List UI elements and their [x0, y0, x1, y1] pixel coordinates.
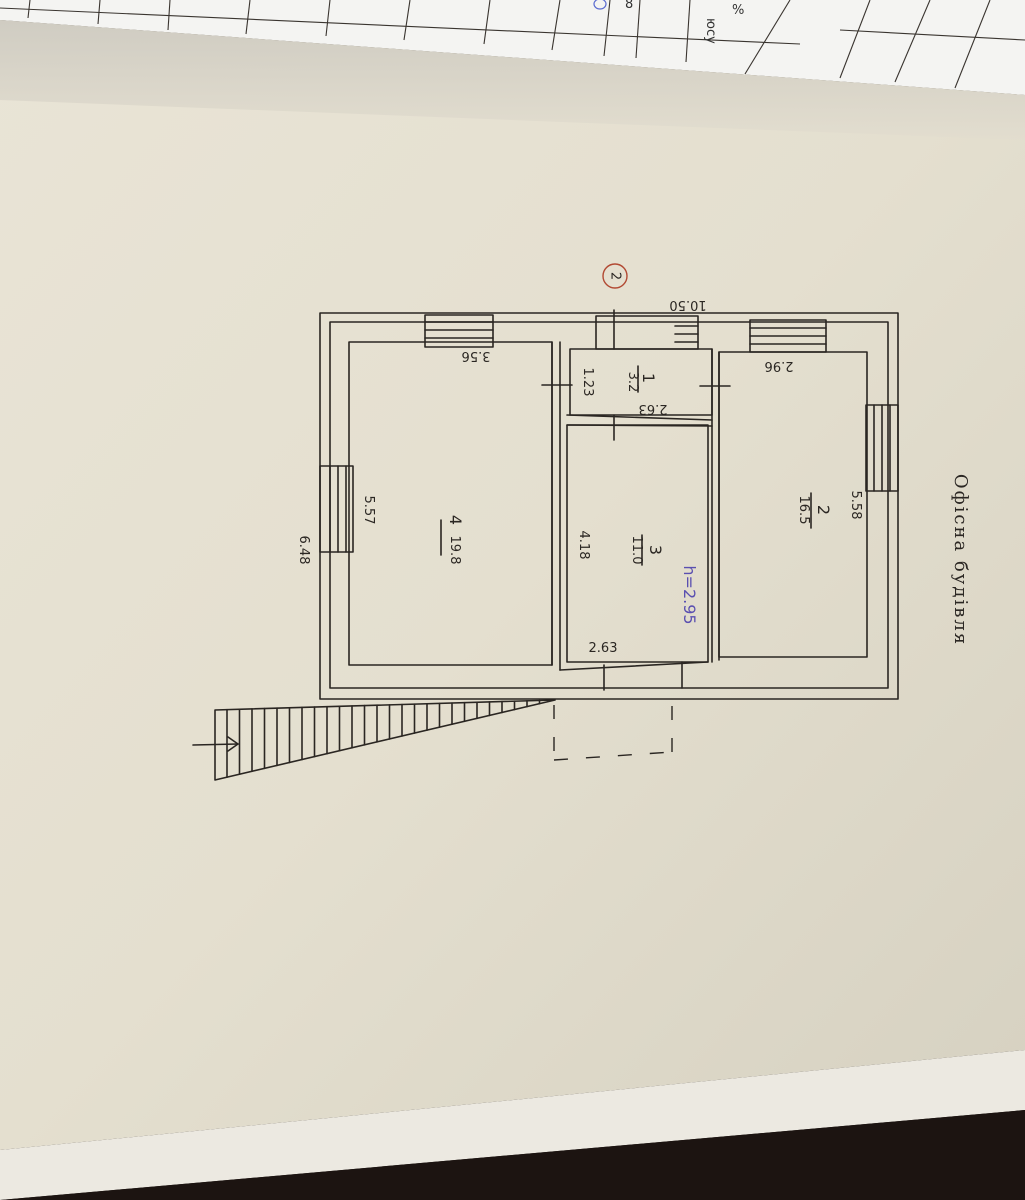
- window-top-left: [424, 314, 494, 348]
- room-1-number: 1: [639, 373, 658, 383]
- window-top-middle: [595, 315, 699, 350]
- circle-marker: [602, 263, 628, 289]
- room-4-area: 19.8: [447, 536, 462, 565]
- room-2-width: 2.96: [765, 358, 794, 373]
- room-2-length: 5.58: [848, 491, 863, 520]
- room-1-length: 2.63: [639, 401, 668, 416]
- room-4-width: 5.57: [361, 496, 376, 525]
- room-3-number: 3: [646, 545, 665, 555]
- top-sheet-text-2: юсу: [703, 18, 718, 44]
- window-left: [319, 465, 354, 553]
- entrance-porch: [553, 690, 673, 761]
- room-2-area: 16.5: [796, 496, 811, 525]
- top-sheet-text-3: 8: [625, 0, 633, 12]
- ceiling-height-label: h=2.95: [680, 565, 699, 624]
- room-3-width: 2.63: [589, 641, 618, 656]
- floor-plan: [192, 309, 899, 781]
- main-paper: [0, 20, 1025, 1200]
- window-right: [865, 404, 899, 492]
- overall-width-label: 6.48: [296, 536, 311, 565]
- plan-title: Офісна будівля: [950, 474, 971, 646]
- overall-length-label: 10.50: [669, 297, 706, 312]
- plan-labels: 2 10.50 6.48 3.56 5.57 4 19.8 1.23 1 3.2…: [296, 263, 971, 656]
- room-2-number: 2: [814, 505, 833, 515]
- room-3-area: 11.0: [629, 536, 644, 565]
- top-sheet-text-1: %: [732, 3, 744, 18]
- room-4-number: 4: [446, 515, 465, 525]
- room-4-length: 3.56: [462, 348, 491, 363]
- room-1-area: 3.2: [625, 372, 640, 393]
- room-3-length: 4.18: [576, 531, 591, 560]
- circle-number: 2: [608, 272, 623, 280]
- top-sheet: % юсу 8: [0, 0, 1025, 95]
- window-top-right: [749, 319, 827, 353]
- room-1-width: 1.23: [580, 368, 595, 397]
